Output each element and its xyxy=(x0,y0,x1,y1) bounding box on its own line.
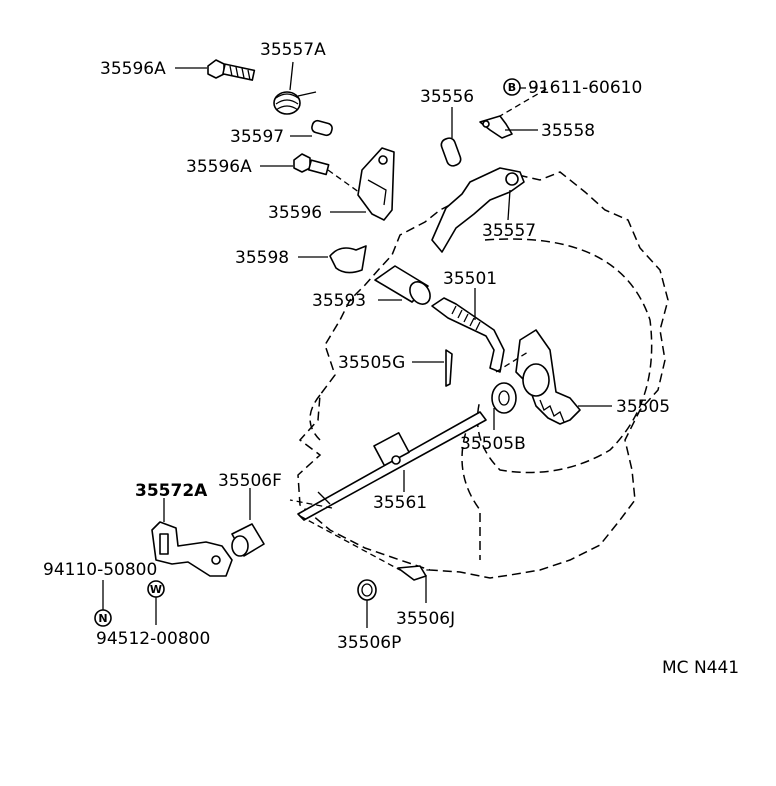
label-35596a-mid: 35596A xyxy=(186,157,252,177)
label-35556: 35556 xyxy=(420,87,474,107)
plate-35506j xyxy=(397,565,427,581)
bracket-35596 xyxy=(357,147,395,221)
clip-35558 xyxy=(479,115,513,139)
bushing-35505b xyxy=(491,382,517,414)
rod-35501 xyxy=(431,297,505,373)
label-35596: 35596 xyxy=(268,203,322,223)
label-35557: 35557 xyxy=(482,221,536,241)
label-35558: 35558 xyxy=(541,121,595,141)
pin-35597 xyxy=(311,119,333,137)
bushing-35506f xyxy=(231,523,265,557)
clip-35598 xyxy=(329,245,367,274)
sleeve-35593 xyxy=(374,265,431,305)
bolt-35596a-mid xyxy=(293,153,330,176)
transmission-case-outline xyxy=(297,171,669,579)
label-35596a-top: 35596A xyxy=(100,59,166,79)
diagram-code: MC N441 xyxy=(662,658,739,678)
b-mark-label: B xyxy=(508,81,516,94)
b-mark-icon xyxy=(503,78,521,96)
w-mark-label: W xyxy=(150,583,162,596)
label-35598: 35598 xyxy=(235,248,289,268)
label-35561: 35561 xyxy=(373,493,427,513)
label-35557a: 35557A xyxy=(260,40,326,60)
label-91611-60610: 91611-60610 xyxy=(528,78,642,98)
lever-35505 xyxy=(515,329,581,425)
label-35506p: 35506P xyxy=(337,633,401,653)
label-35597: 35597 xyxy=(230,127,284,147)
bolt-35596a-top xyxy=(207,59,256,81)
spring-35557a xyxy=(273,91,317,115)
label-35506j: 35506J xyxy=(396,609,455,629)
pin-35556 xyxy=(440,137,462,167)
lever-35572a xyxy=(151,521,233,577)
label-35593: 35593 xyxy=(312,291,366,311)
label-35572a: 35572A xyxy=(135,481,208,501)
label-94110-50800: 94110-50800 xyxy=(43,560,157,580)
shaft-35561 xyxy=(297,411,487,521)
label-35505b: 35505B xyxy=(460,434,526,454)
pin-35505g xyxy=(445,349,453,387)
label-94512-00800: 94512-00800 xyxy=(96,629,210,649)
n-mark-label: N xyxy=(98,612,107,625)
label-35505: 35505 xyxy=(616,397,670,417)
label-35501: 35501 xyxy=(443,269,497,289)
o-ring-35506p xyxy=(357,579,377,601)
arm-35557 xyxy=(431,167,525,253)
label-35505g: 35505G xyxy=(338,353,405,373)
label-35506f: 35506F xyxy=(218,471,282,491)
